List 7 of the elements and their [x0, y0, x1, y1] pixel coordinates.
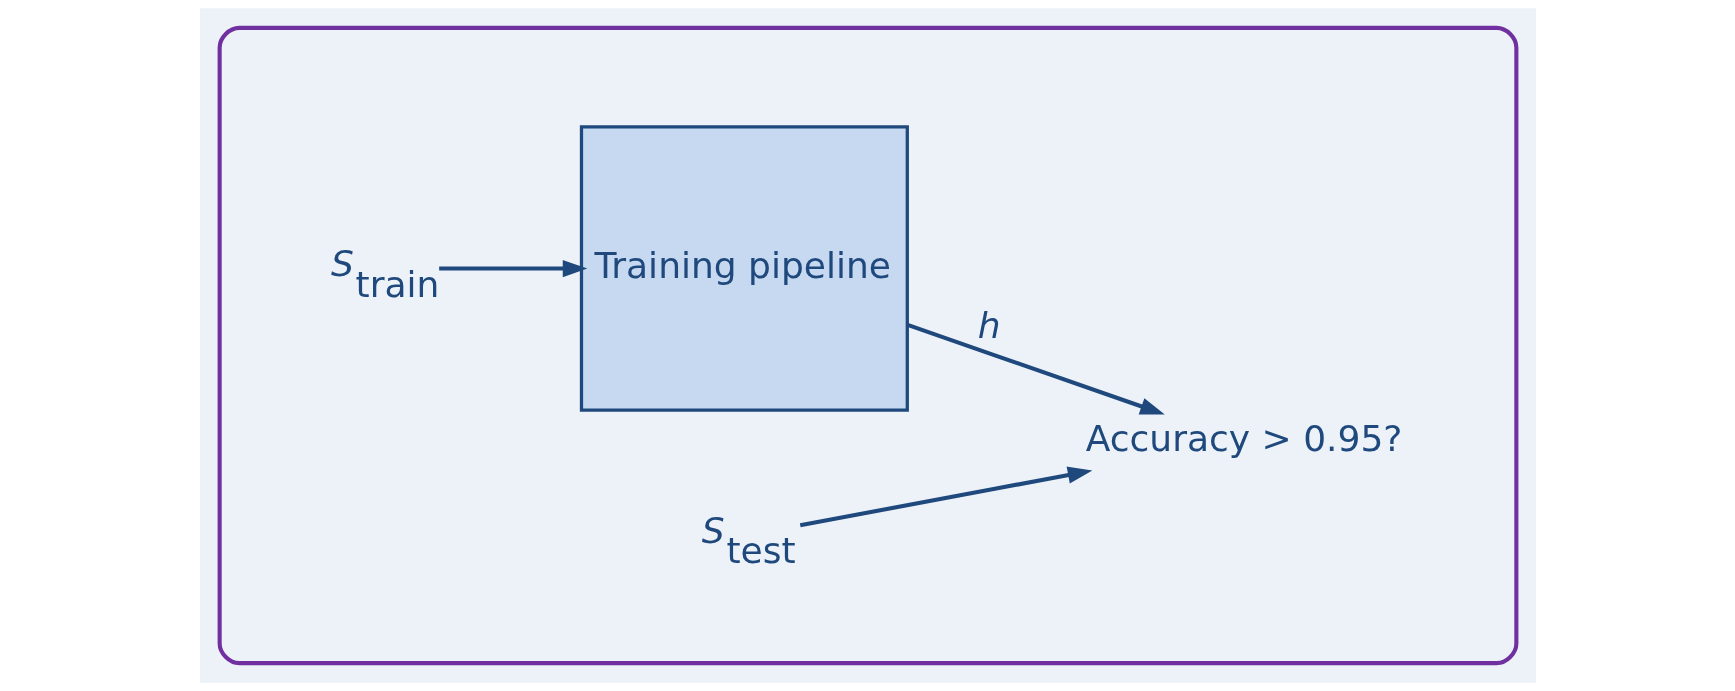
- edge-label: h: [977, 305, 1001, 347]
- arrow: [438, 259, 587, 278]
- arrow: [906, 322, 1165, 415]
- arrow: [799, 466, 1092, 528]
- node-box: Training pipeline: [579, 125, 909, 412]
- cluster: [217, 25, 1518, 666]
- node-text: Accuracy > 0.95?: [1085, 418, 1402, 460]
